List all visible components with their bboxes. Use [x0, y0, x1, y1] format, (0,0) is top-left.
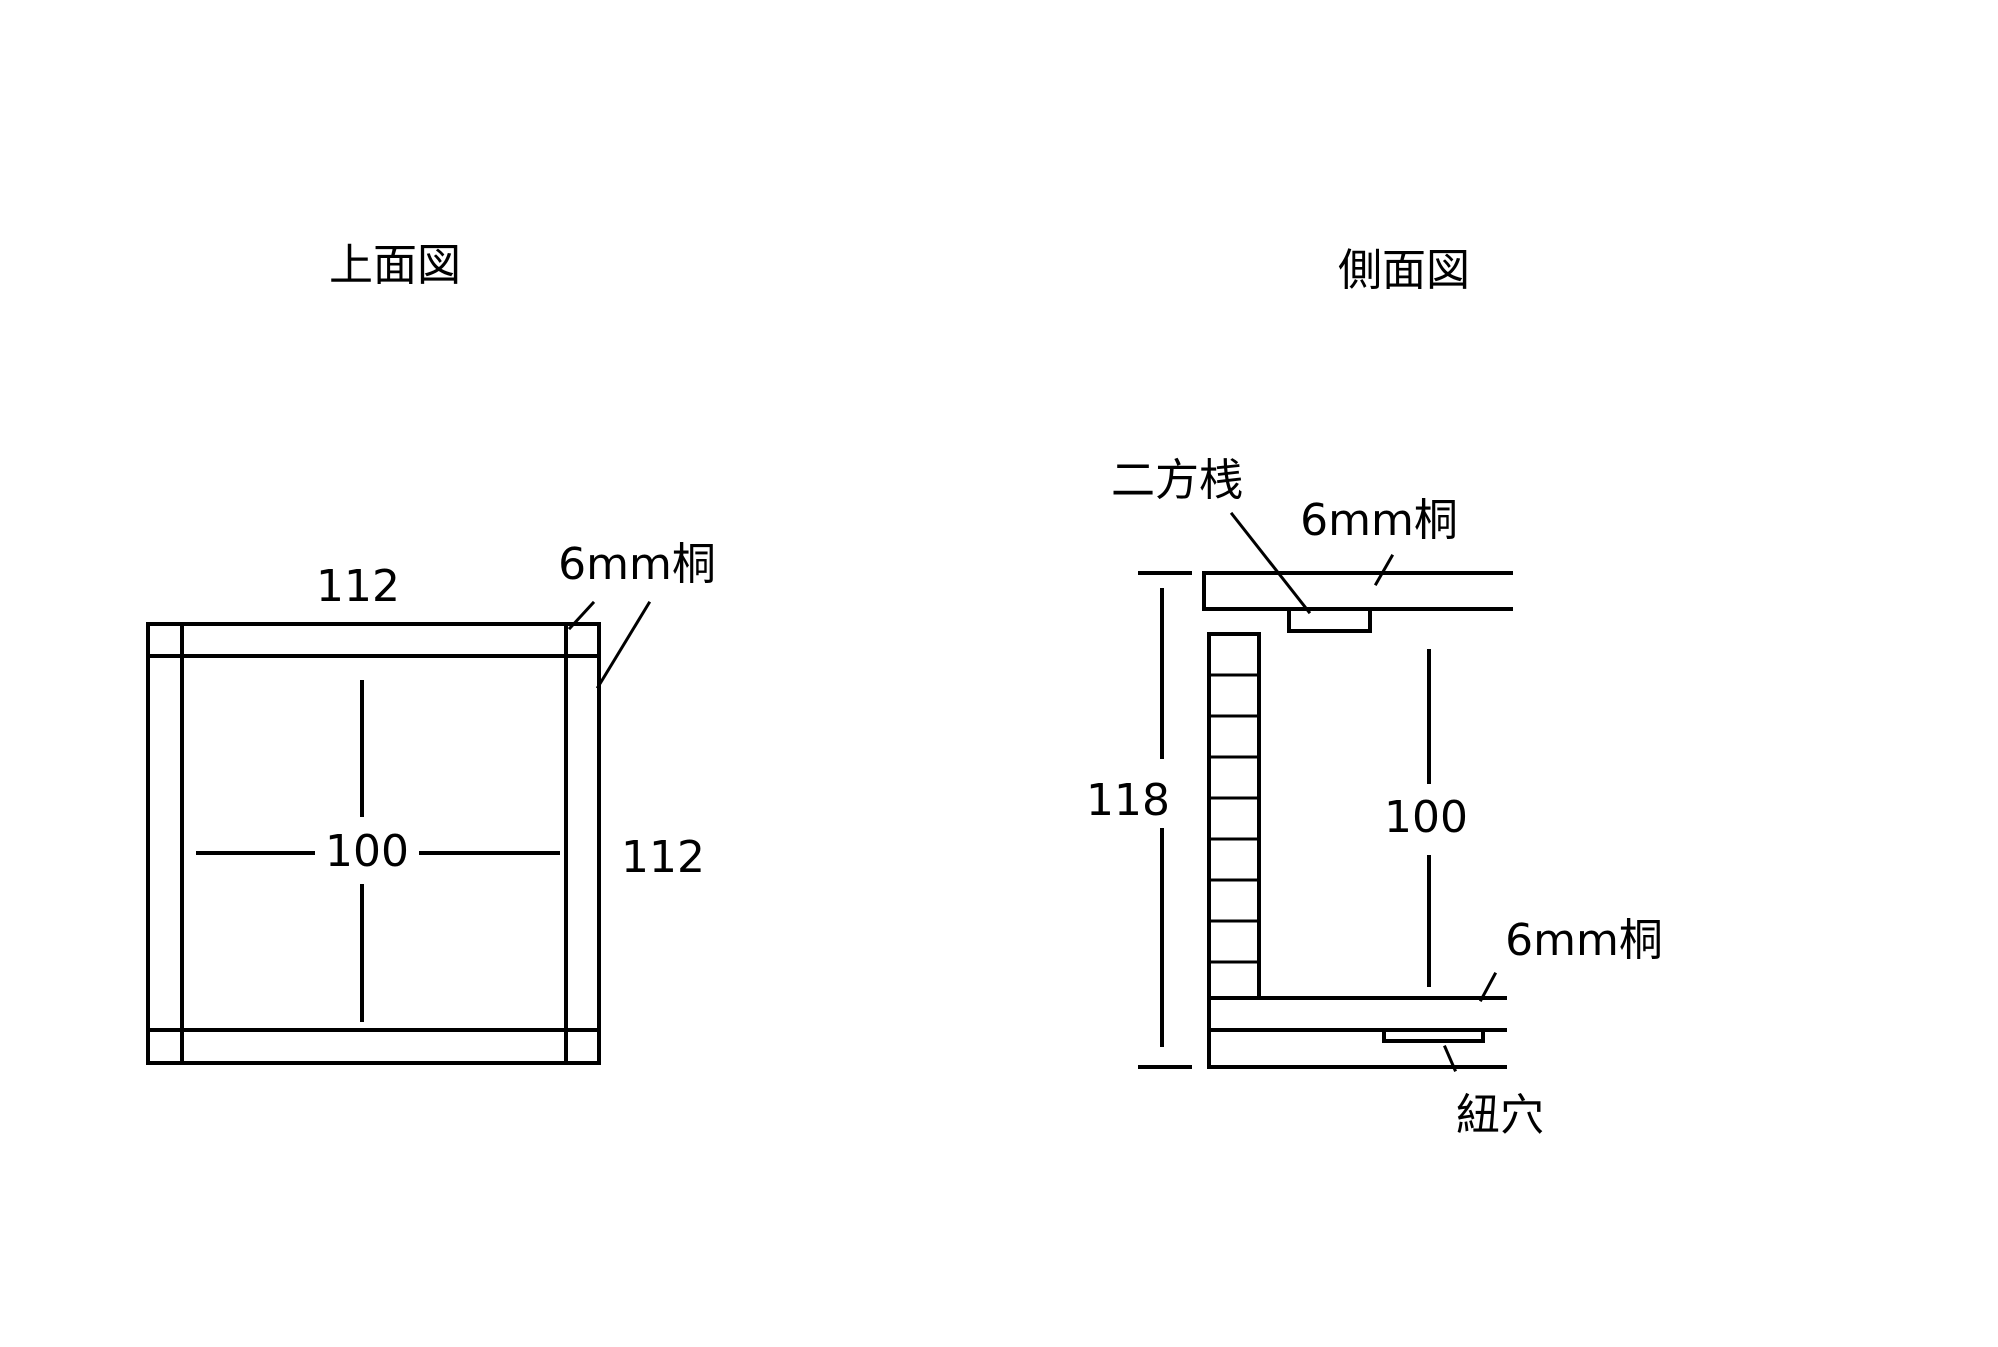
side-view-side-wall: [1207, 632, 1261, 1000]
top-view-depth-label: 112: [621, 832, 705, 883]
side-view-cleat: [1287, 607, 1372, 633]
side-view-height-label: 118: [1086, 775, 1170, 826]
side-view: 側面図 二方桟 6mm桐 118 100: [1086, 245, 1663, 1141]
side-view-cleat-leader: [1229, 511, 1312, 615]
side-view-base-board: [1207, 996, 1507, 1069]
side-view-top-board-leader: [1373, 553, 1395, 587]
top-view-outer-frame: [146, 622, 601, 1065]
top-view-material-leader-2: [595, 600, 652, 690]
top-view-inner-label: 100: [325, 826, 409, 877]
top-view-width-label: 112: [316, 561, 400, 612]
side-view-title: 側面図: [1338, 245, 1470, 296]
side-view-string-hole-label: 紐穴: [1456, 1090, 1544, 1141]
side-view-inner-label: 100: [1384, 792, 1468, 843]
side-view-wall-slats: [1207, 673, 1261, 964]
top-view-material-leader-1: [567, 600, 596, 631]
side-view-cleat-label: 二方桟: [1111, 455, 1243, 506]
side-view-bottom-board-leader: [1478, 971, 1498, 1003]
side-view-string-hole-leader: [1443, 1045, 1457, 1072]
side-view-top-board: [1202, 571, 1513, 611]
side-view-string-hole: [1382, 1028, 1485, 1043]
top-view: 上面図 112 6mm桐 112 100: [146, 240, 716, 1065]
side-view-bottom-board-label: 6mm桐: [1505, 915, 1663, 966]
side-view-top-board-label: 6mm桐: [1300, 495, 1458, 546]
top-view-material-label: 6mm桐: [558, 539, 716, 590]
top-view-title: 上面図: [329, 240, 461, 291]
